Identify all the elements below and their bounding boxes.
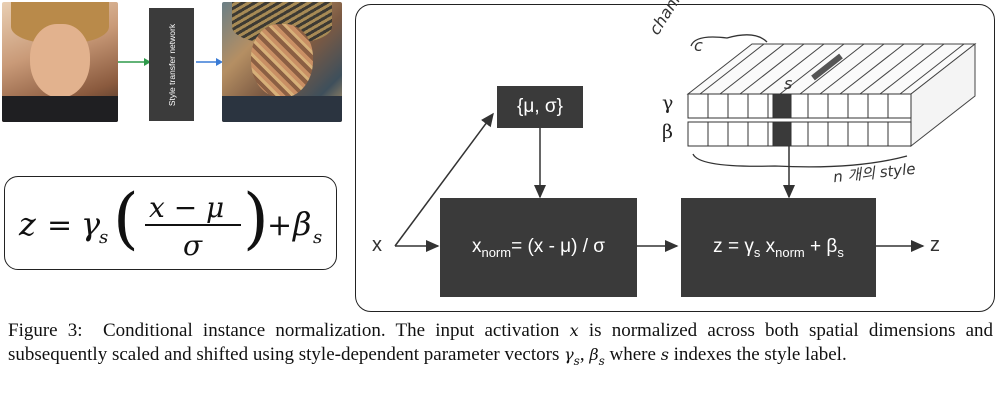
gamma-row (687, 93, 912, 119)
s-label: s (784, 74, 793, 93)
diagram-connectors (394, 34, 977, 252)
output-z-label: z (930, 234, 940, 256)
c-label: c (694, 36, 703, 55)
eq-numerator: x − μ (149, 191, 224, 224)
caption-var-beta: β (589, 345, 599, 364)
eq-denominator: σ (183, 229, 203, 262)
normalize-formula: xnorm= (x - μ) / σ (471, 235, 606, 260)
input-x-label: x (372, 234, 382, 256)
beta-row (687, 121, 912, 147)
stylized-photo (222, 2, 342, 122)
style-transfer-network-label: Style transfer network (166, 23, 177, 106)
arrow-x-to-stats (394, 112, 494, 247)
caption-label: Figure 3: (8, 320, 83, 341)
caption-text-2: is normalized across both spatial dimens… (8, 320, 994, 365)
stats-box: {μ, σ} (497, 86, 583, 128)
blue-arrow-head (216, 58, 223, 66)
eq-equals: = (47, 208, 72, 243)
caption-text-4: indexes the style label. (673, 344, 847, 365)
parameter-slab (686, 42, 977, 148)
equation: z = γ s ( x − μ σ ) + β s (18, 180, 322, 262)
channel-brace (690, 34, 768, 47)
eq-plus: + (267, 208, 292, 243)
eq-beta: β (292, 205, 312, 243)
figure-caption: Figure 3: Conditional instance normaliza… (8, 320, 994, 368)
eq-gamma-sub: s (99, 227, 108, 248)
caption-text-1: Conditional instance normalization. The … (103, 320, 560, 341)
style-transfer-network-box: Style transfer network (149, 8, 194, 121)
caption-var-x: x (569, 321, 579, 340)
beta-label: β (662, 121, 673, 143)
eq-left-paren: ( (113, 180, 139, 257)
eq-z: z (18, 205, 37, 243)
eq-gamma: γ (81, 205, 101, 243)
scale-shift-formula: z = γs xnorm + βs (713, 235, 844, 260)
input-photo (2, 2, 118, 122)
caption-var-gamma: γ (564, 345, 574, 364)
eq-right-paren: ) (243, 180, 269, 257)
gamma-label: γ (662, 92, 674, 114)
caption-var-s: s (660, 345, 669, 364)
stats-box-label: {μ, σ} (517, 96, 563, 117)
equation-box: z = γ s ( x − μ σ ) + β s (4, 176, 337, 270)
caption-text-3: where (609, 344, 656, 365)
green-arrow-head (144, 58, 151, 66)
style-brace (692, 153, 908, 168)
pipeline-arrows (118, 58, 223, 66)
scale-shift-box: z = γs xnorm + βs (681, 198, 876, 297)
eq-beta-sub: s (313, 227, 322, 248)
normalize-box: xnorm= (x - μ) / σ (440, 198, 637, 297)
